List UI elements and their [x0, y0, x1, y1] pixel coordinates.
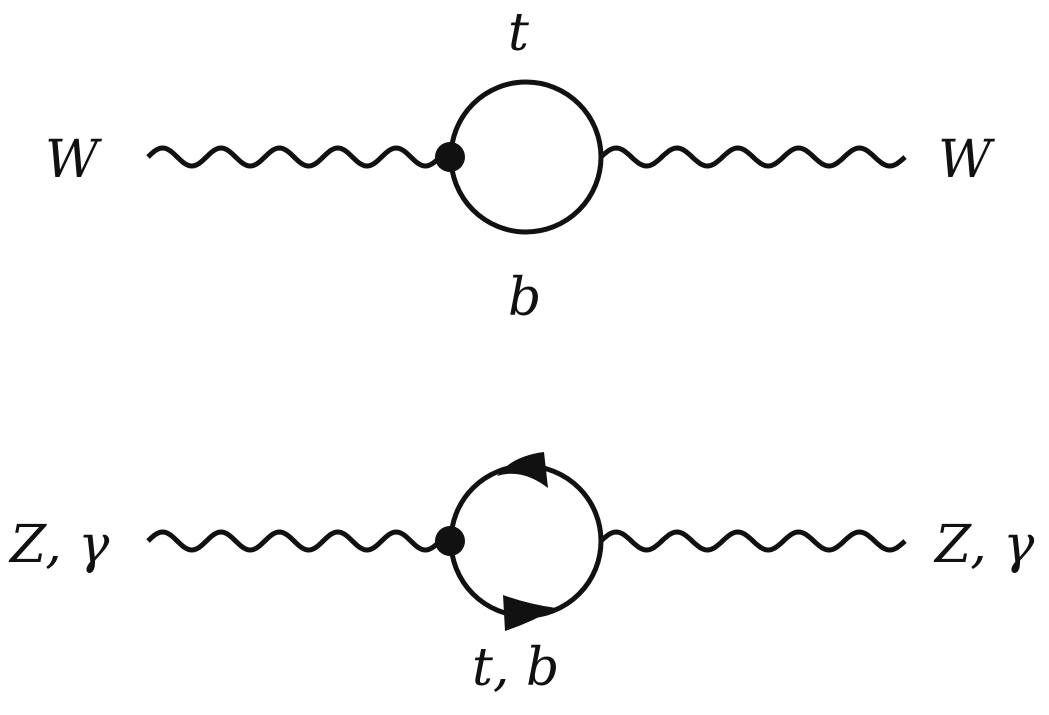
arrow-top-icon: [497, 452, 548, 488]
z-boson-line-left: [146, 529, 442, 553]
quark-loop-label: t, b: [472, 638, 559, 698]
right-label: Z, γ: [933, 515, 1035, 575]
vertex-dot: [435, 142, 465, 172]
fermion-loop: [448, 463, 604, 619]
bottom-quark-label: b: [508, 268, 541, 328]
w-boson-line-right: [599, 145, 907, 169]
w-self-energy-diagram: W W t b: [45, 3, 995, 328]
w-boson-line-left: [146, 145, 442, 169]
z-boson-line-right: [599, 529, 907, 553]
z-gamma-self-energy-diagram: Z, γ Z, γ t, b: [8, 452, 1035, 698]
arrow-bottom-icon: [503, 595, 556, 631]
top-quark-label: t: [508, 3, 529, 63]
left-label: W: [45, 130, 102, 190]
right-label: W: [938, 130, 995, 190]
left-label: Z, γ: [8, 515, 110, 575]
vertex-dot: [435, 526, 465, 556]
fermion-loop: [448, 79, 604, 235]
